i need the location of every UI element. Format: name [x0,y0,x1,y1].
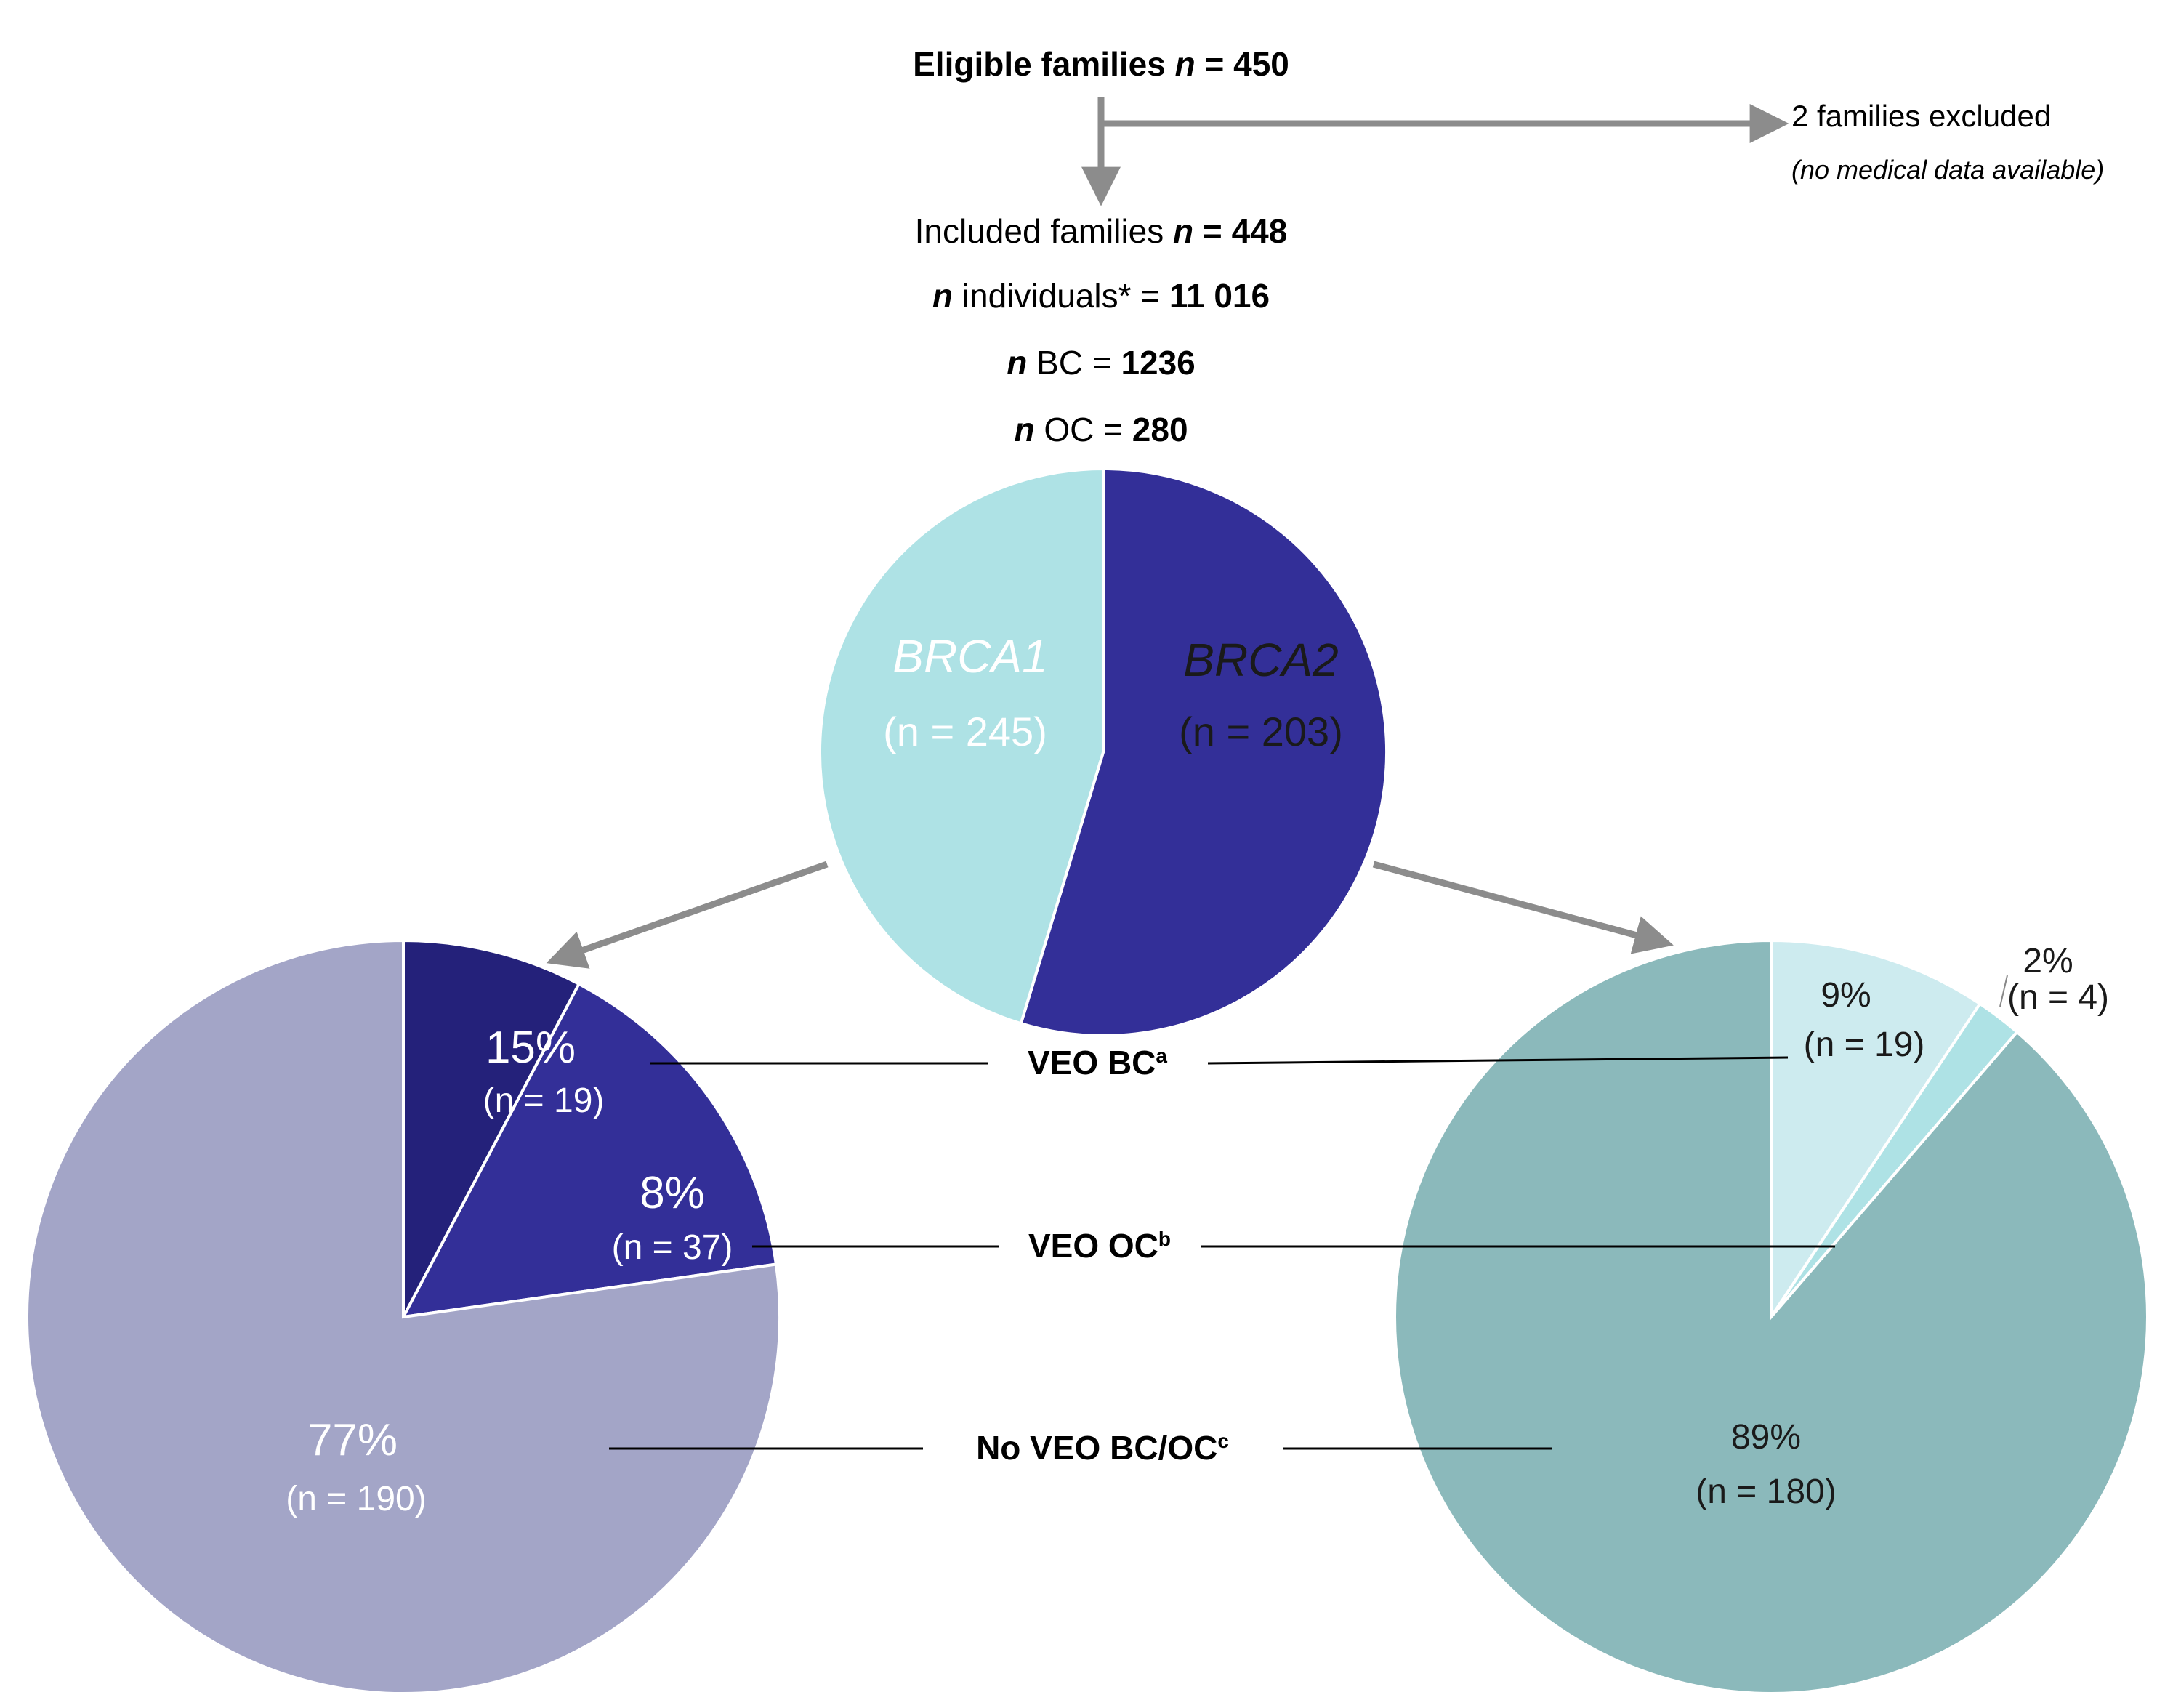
arrow-to-brca2-pie [1372,861,1674,954]
brca2-veo-oc-leader [1999,975,2008,1007]
brca2-n: (n = 203) [1179,709,1343,754]
pie-brca1-veo [25,938,781,1695]
veo-bc-label: VEO BCa [1028,1044,1167,1081]
brca2-veo-bc-n: (n = 19) [1804,1026,1925,1064]
veo-bc-connector-right [1207,1056,1789,1065]
veo-bc-label-sup: a [1156,1044,1167,1067]
eligible-value: 450 [1233,45,1289,83]
veo-bc-label-text: VEO BC [1028,1044,1156,1081]
bc-count-text: n BC = 1236 [1007,344,1196,382]
brca1-veo-oc-n: (n = 37) [612,1228,733,1267]
brca2-no-veo-percent: 89% [1731,1418,1801,1457]
slice-brca1-veo-bc [402,938,581,1318]
arrow-to-brca1-pie [546,861,829,969]
pie-brca2-veo [1393,938,2149,1695]
included-families-text: Included families n = 448 [915,212,1288,250]
individuals-value: 11 016 [1169,277,1270,315]
no-veo-label: No VEO BC/OCc [976,1429,1229,1467]
oc-label: OC = [1035,411,1132,448]
excluded-reason: (no medical data available) [1791,155,2104,185]
brca1-veo-bc-percent: 15% [485,1023,576,1073]
slice-brca2 [818,467,1105,1026]
eligible-families-text: Eligible families n = 450 [913,45,1289,83]
brca2-no-veo-n: (n = 180) [1696,1473,1836,1511]
veo-oc-label-sup: b [1158,1228,1171,1250]
oc-n: n [1014,411,1034,448]
individuals-text: n individuals* = 11 016 [932,277,1270,315]
pie-top-brca [818,467,1388,1037]
included-value: 448 [1232,212,1288,250]
brca1-veo-oc-percent: 8% [640,1168,705,1218]
no-veo-label-text: No VEO BC/OC [976,1429,1217,1467]
brca1-label: BRCA1 [892,630,1047,682]
eligible-n: n [1175,45,1196,83]
brca2-veo-oc-percent: 2% [2023,942,2073,980]
slice-brca1-veo-oc [400,982,778,1319]
eligible-label: Eligible families [913,45,1174,83]
veo-oc-label-text: VEO OC [1028,1227,1158,1265]
slice-brca1-no-veo [25,938,781,1695]
brca1-no-veo-percent: 77% [307,1415,398,1465]
brca1-n: (n = 245) [883,709,1047,754]
no-veo-label-sup: c [1217,1430,1229,1452]
brca1-veo-bc-n: (n = 19) [483,1081,605,1120]
brca2-veo-oc-n: (n = 4) [2007,978,2109,1017]
bc-value: 1236 [1121,344,1195,382]
bc-label: BC = [1027,344,1121,382]
oc-value: 280 [1132,411,1188,448]
included-eq: = [1193,212,1231,250]
individuals-label: individuals* = [953,277,1169,315]
oc-count-text: n OC = 280 [1014,411,1188,448]
included-label: Included families [915,212,1173,250]
excluded-text: 2 families excluded [1791,99,2051,133]
individuals-n: n [932,277,953,315]
veo-oc-label: VEO OCb [1028,1227,1171,1265]
eligible-eq: = [1196,45,1233,83]
slice-brca2-no-veo [1393,938,2149,1695]
brca2-veo-bc-percent: 9% [1821,976,1871,1015]
brca2-label: BRCA2 [1183,634,1338,686]
slice-brca1 [1019,467,1388,1037]
included-n: n [1173,212,1193,250]
bc-n: n [1007,344,1027,382]
slice-brca2-veo-bc [1770,938,1983,1322]
brca1-no-veo-n: (n = 190) [286,1480,426,1518]
